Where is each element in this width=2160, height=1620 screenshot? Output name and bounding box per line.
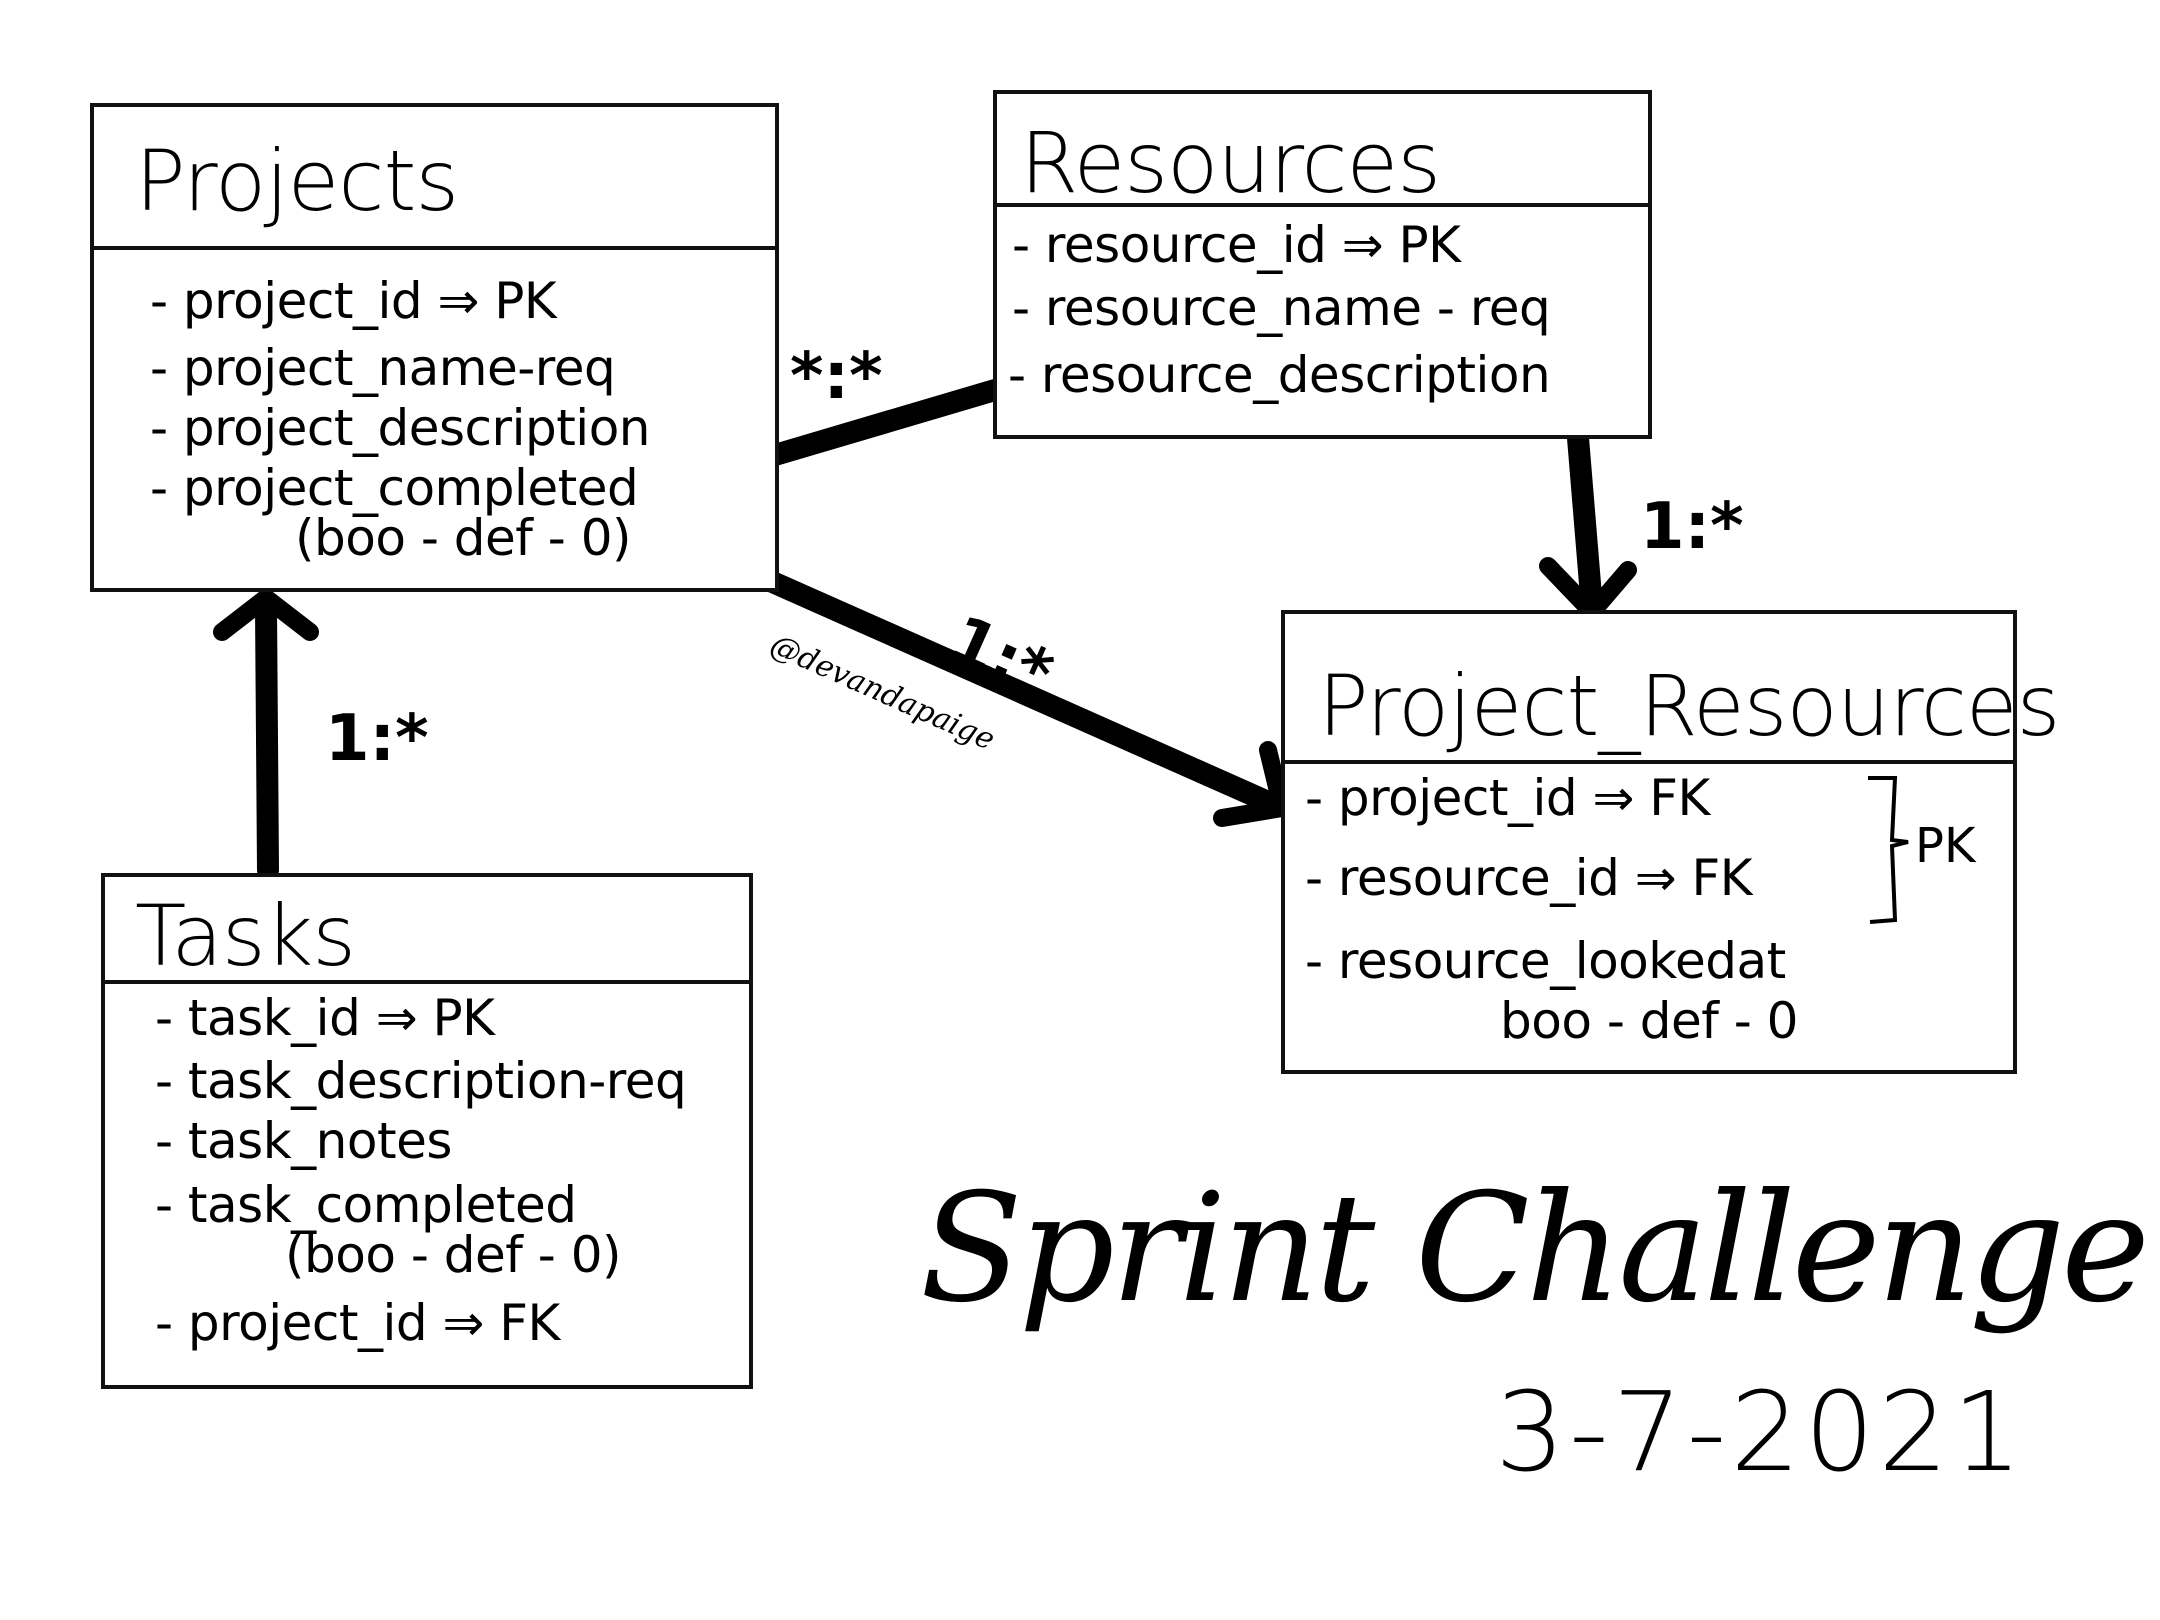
resources-entity: Resources - resource_id ⇒ PK - resource_… [993, 90, 1652, 439]
project-resources-field-4: boo - def - 0 [1500, 992, 1798, 1050]
tasks-box [101, 873, 753, 1389]
projects-field-5: (boo - def - 0) [295, 509, 631, 567]
resources-to-project-resources-arrow [1539, 427, 1637, 621]
resources-box [993, 90, 1652, 439]
composite-key-bracket [1868, 776, 1909, 924]
tasks-field-6: - project_id ⇒ FK [155, 1294, 562, 1352]
tasks-field-4: - task_completed [155, 1176, 576, 1234]
projects-box [90, 103, 779, 592]
signature-date: 3-7-2021 [1495, 1368, 2026, 1496]
projects-title: Projects [135, 132, 458, 230]
resources-field-3: - resource_description [1008, 346, 1550, 404]
project-resources-field-2: - resource_id ⇒ FK [1305, 849, 1754, 907]
tasks-field-1: - task_id ⇒ PK [155, 989, 496, 1047]
resources-title: Resources [1020, 114, 1440, 212]
project-resources-title: Project_Resources [1318, 657, 2059, 755]
composite-key-label: PK [1915, 818, 1977, 874]
projects-resources-line [764, 379, 1006, 466]
project-resources-entity: Project_Resources - project_id ⇒ FK - re… [1281, 610, 2060, 1074]
tasks-field-2: - task_description-req [155, 1052, 686, 1110]
resources-field-2: - resource_name - req [1012, 279, 1550, 337]
projects-field-2: - project_name-req [150, 339, 615, 397]
tasks-entity: Tasks - task_id ⇒ PK - task_description-… [101, 873, 753, 1389]
tasks-title: Tasks [135, 887, 355, 985]
cardinality-tasks-projects: 1:* [325, 702, 429, 776]
projects-field-4: - project_completed [150, 459, 638, 517]
cardinality-projects-resources: *:* [790, 340, 883, 414]
tasks-field-5: (boo - def - 0) [285, 1226, 621, 1284]
projects-field-1: - project_id ⇒ PK [150, 272, 558, 330]
projects-entity: Projects - project_id ⇒ PK - project_nam… [90, 103, 779, 592]
project-resources-field-3: - resource_lookedat [1305, 932, 1786, 990]
projects-field-3: - project_description [150, 399, 650, 457]
cardinality-resources-project-resources: 1:* [1640, 490, 1744, 564]
resources-field-1: - resource_id ⇒ PK [1012, 216, 1462, 274]
signature-title: Sprint Challenge [920, 1162, 2146, 1336]
project-resources-box [1281, 610, 2017, 1074]
tasks-to-projects-arrow [213, 589, 319, 881]
tasks-field-3: - task_notes [155, 1112, 452, 1170]
project-resources-field-1: - project_id ⇒ FK [1305, 769, 1712, 827]
